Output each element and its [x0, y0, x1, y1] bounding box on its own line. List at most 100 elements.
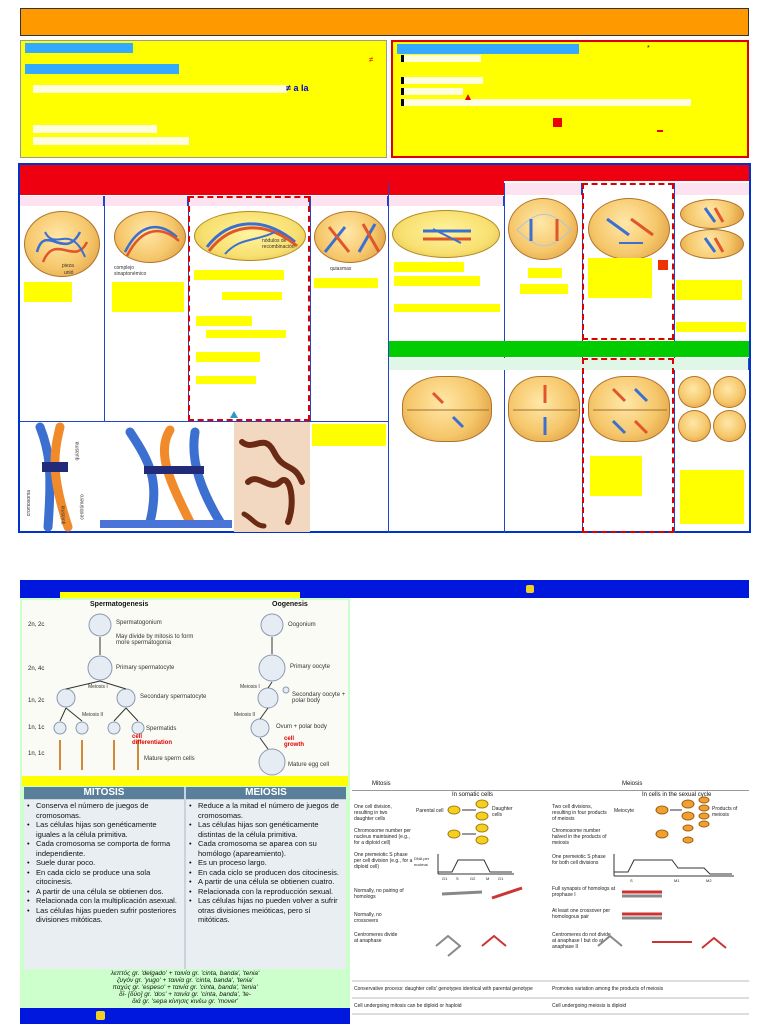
- ploidy-row-1: 2n, 2c: [28, 622, 45, 628]
- neq-symbol-red: ≠: [369, 55, 374, 64]
- primary-oocyte-label: Primary oocyte: [290, 664, 331, 670]
- chromosome-diagram: quiasma centrómero quiasma cromosoma: [20, 422, 232, 532]
- zygotene-label: complejo sinaptonémico: [114, 265, 147, 277]
- pachytene-cell-image: [194, 211, 306, 261]
- diplotene-text: [314, 278, 378, 288]
- meiosis-row-2: Chromosome number halved in the products…: [552, 828, 607, 846]
- cromosoma-label: cromosoma: [26, 489, 33, 517]
- leptotene-text: [24, 282, 72, 302]
- telophase-i-cell-image-top: [680, 199, 744, 229]
- meiosis-ii-header-row: [389, 358, 749, 370]
- comparison-svg: [352, 796, 749, 1015]
- stage-header-telophase-i: [674, 183, 749, 195]
- footer-right-1: Promotes variation among the products of…: [552, 986, 664, 992]
- meiosis-i-subbar: [20, 181, 504, 195]
- comparison-header-rule: [352, 790, 749, 791]
- pachytene-highlight: [188, 196, 310, 421]
- meiosis-feature-item: Cada cromosoma se aparea con su homólogo…: [189, 839, 343, 858]
- primary-spermatocyte-label: Primary spermatocyte: [116, 665, 175, 671]
- mitosis-note-label: May divide by mitosis to form more sperm…: [116, 634, 194, 646]
- telophase-chromosomes-top: [703, 207, 725, 223]
- lower-left-footer-bar: [20, 1008, 350, 1024]
- meiosis-feature-item: A partir de una célula se obtienen cuatr…: [189, 877, 343, 887]
- anaphase-i-spindle: [516, 213, 572, 247]
- top-left-heading-2: [25, 64, 179, 74]
- red-square-marker: [553, 118, 562, 127]
- pachytene-text-5: [196, 352, 260, 362]
- meiosis-row-4: Full synapsis of homologs at prophase I: [552, 886, 616, 898]
- prometaphase-text: [588, 258, 652, 298]
- ploidy-row-2: 2n, 4c: [28, 666, 45, 672]
- top-right-bullet-2: [401, 77, 483, 84]
- mitosis-feature-item: Suele durar poco.: [27, 858, 181, 868]
- meiosis-i-oo-label: Meiosis I: [240, 684, 260, 690]
- comparison-mitosis-title: Mitosis: [372, 781, 391, 787]
- pachytene-text-3: [196, 316, 252, 326]
- mitosis-row-2: Chromosome number per nucleus maintained…: [354, 828, 411, 846]
- meiosis-feature-item: Reduce a la mitad el número de juegos de…: [189, 801, 343, 820]
- meiosis-row-5: At least one crossover per homologous pa…: [552, 908, 611, 920]
- metaphase-ii-image: [508, 376, 580, 442]
- top-left-line-1: [33, 85, 287, 93]
- meiosis-feature-item: Las células hijas no pueden volver a suf…: [189, 896, 343, 925]
- zygotene-chromosomes: [123, 225, 180, 257]
- pachytene-text-4: [206, 330, 286, 338]
- pachytene-chromosomes: [205, 222, 298, 255]
- pachytene-text-2: [222, 292, 282, 300]
- grid-line: [388, 183, 389, 533]
- meiocyte-label: Meiocyte: [614, 808, 635, 814]
- meiosis-ii-bar: [389, 341, 749, 357]
- top-right-panel: *: [391, 40, 749, 158]
- comparison-diagram: Mitosis Meiosis In somatic cells In cell…: [352, 776, 749, 1024]
- quiasma-label-bottom: quiasma: [60, 505, 67, 525]
- gametogenesis-diagram: Spermatogenesis Oogenesis 2n, 2c 2n, 4c …: [22, 600, 348, 778]
- mitosis-phase-s: S: [456, 876, 459, 881]
- ploidy-row-4: 1n, 1c: [28, 725, 45, 731]
- footer-icon: [96, 1011, 105, 1020]
- telophase-ii-cell-1: [678, 376, 711, 408]
- anaphase-ii-image: [588, 376, 670, 442]
- mitosis-row-5: Normally, no crossovers: [354, 912, 382, 924]
- mitosis-feature-item: Las células hijas son genéticamente igua…: [27, 820, 181, 839]
- leptotene-label-b: unió: [64, 270, 74, 276]
- meiosis-i-sperm-label: Meiosis I: [88, 684, 108, 690]
- table-header-meiosis: MEIOSIS: [186, 787, 346, 799]
- comparison-table: MITOSIS MEIOSIS Conserva el número de ju…: [24, 787, 346, 969]
- grid-line: [20, 421, 388, 422]
- meiosis-ii-sperm-label: Meiosis II: [82, 712, 104, 718]
- etymology-line-2: ζυγόν gr. 'yugo' + ταινία gr. 'cinta, ba…: [116, 977, 254, 984]
- pachytene-text-1: [194, 270, 284, 280]
- metaphase-ii-chromosomes: [513, 385, 577, 435]
- metaphase-highlight: [582, 183, 674, 340]
- secondary-oocyte-label: Secondary oocyte + polar body: [292, 692, 346, 704]
- meiosis-feature-item: Es un proceso largo.: [189, 858, 343, 868]
- mitosis-phase-g1a: G1: [442, 876, 448, 881]
- dna-axis-label: DNA per nucleus: [414, 856, 430, 867]
- gametogenesis-caption-bar: [22, 776, 348, 786]
- mature-sperm-label: Mature sperm cells: [144, 756, 195, 762]
- table-column-meiosis: Reduce a la mitad el número de juegos de…: [186, 800, 346, 969]
- anaphase-i-cell-image: [508, 198, 578, 260]
- top-right-heading: [397, 44, 579, 54]
- etymology-line-5: διά gr. 'sepa κίνησις κινέω gr. 'mover': [131, 998, 239, 1005]
- centromero-label: centrómero: [79, 494, 86, 520]
- comparison-mitosis-subtitle: In somatic cells: [452, 792, 494, 798]
- telophase-ii-cell-4: [713, 410, 746, 442]
- prophase-ii-image: [402, 376, 492, 442]
- micrograph-caption: [312, 424, 386, 446]
- pachytene-label: nódulos de recombinación: [262, 238, 295, 250]
- micrograph-image: [234, 422, 310, 532]
- ploidy-row-3: 1n, 2c: [28, 698, 45, 704]
- top-right-bullet-4: [401, 99, 691, 106]
- top-left-panel: ≠ ≠ a la: [20, 40, 387, 158]
- prometaphase-cell-image: [588, 198, 670, 260]
- meiosis-feature-item: Las células hijas son genéticamente dist…: [189, 820, 343, 839]
- comparison-meiosis-title: Meiosis: [622, 781, 643, 787]
- meiosis-feature-list: Reduce a la mitad el número de juegos de…: [189, 801, 343, 925]
- telophase-ii-text: [680, 470, 744, 524]
- neq-a-la-text: ≠ a la: [286, 83, 309, 93]
- top-left-line-2: [33, 125, 157, 133]
- meiosis-phase-m2: M2: [706, 878, 712, 883]
- red-square-marker-2: [658, 260, 668, 270]
- blue-triangle-marker: [230, 411, 238, 418]
